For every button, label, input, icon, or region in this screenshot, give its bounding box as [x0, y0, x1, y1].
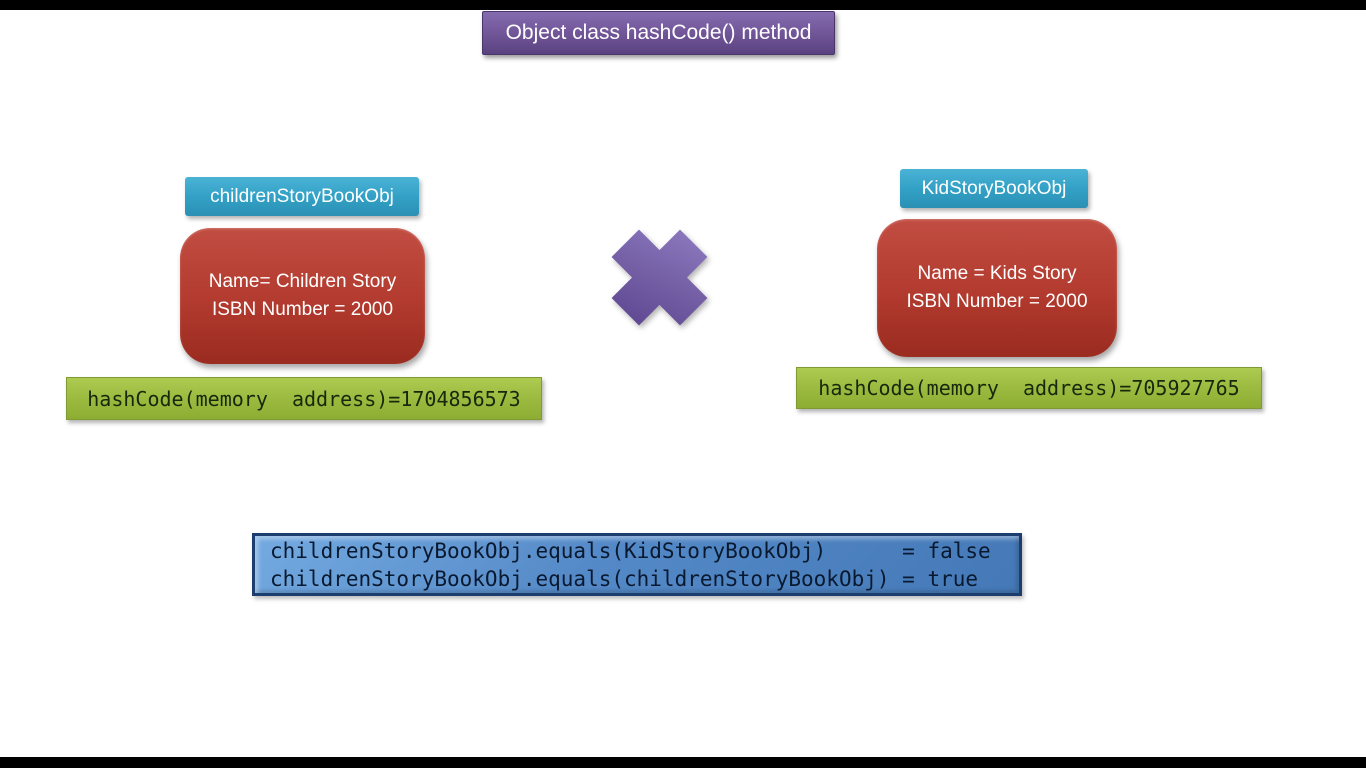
slide-title-text: Object class hashCode() method: [505, 21, 812, 44]
right-object-name-tag: KidStoryBookObj: [900, 169, 1088, 208]
left-object-box: Name= Children Story ISBN Number = 2000: [180, 228, 425, 364]
equals-result-box: childrenStoryBookObj.equals(KidStoryBook…: [252, 533, 1022, 596]
equals-result-line-false: childrenStoryBookObj.equals(KidStoryBook…: [270, 538, 991, 563]
left-hashcode-text: hashCode(memory address)=1704856573: [87, 386, 521, 411]
not-equals-icon: [611, 229, 708, 326]
left-object-line-name: Name= Children Story: [208, 271, 397, 292]
left-object-name-tag: childrenStoryBookObj: [185, 177, 419, 216]
right-hashcode-box: hashCode(memory address)=705927765: [796, 367, 1262, 409]
x-cross-shape: [591, 209, 728, 346]
equals-result-line-true: childrenStoryBookObj.equals(childrenStor…: [270, 566, 979, 591]
left-object-line-isbn: ISBN Number = 2000: [211, 299, 394, 320]
bottom-letterbox-bar: [0, 757, 1366, 768]
right-hashcode-text: hashCode(memory address)=705927765: [818, 376, 1240, 400]
top-letterbox-bar: [0, 0, 1366, 10]
right-object-line-isbn: ISBN Number = 2000: [906, 291, 1088, 312]
left-object-name-text: childrenStoryBookObj: [210, 185, 394, 207]
right-object-name-text: KidStoryBookObj: [921, 177, 1067, 199]
slide-title: Object class hashCode() method: [482, 11, 835, 55]
right-object-line-name: Name = Kids Story: [917, 263, 1077, 284]
right-object-box: Name = Kids Story ISBN Number = 2000: [877, 219, 1117, 357]
left-hashcode-box: hashCode(memory address)=1704856573: [66, 377, 542, 420]
